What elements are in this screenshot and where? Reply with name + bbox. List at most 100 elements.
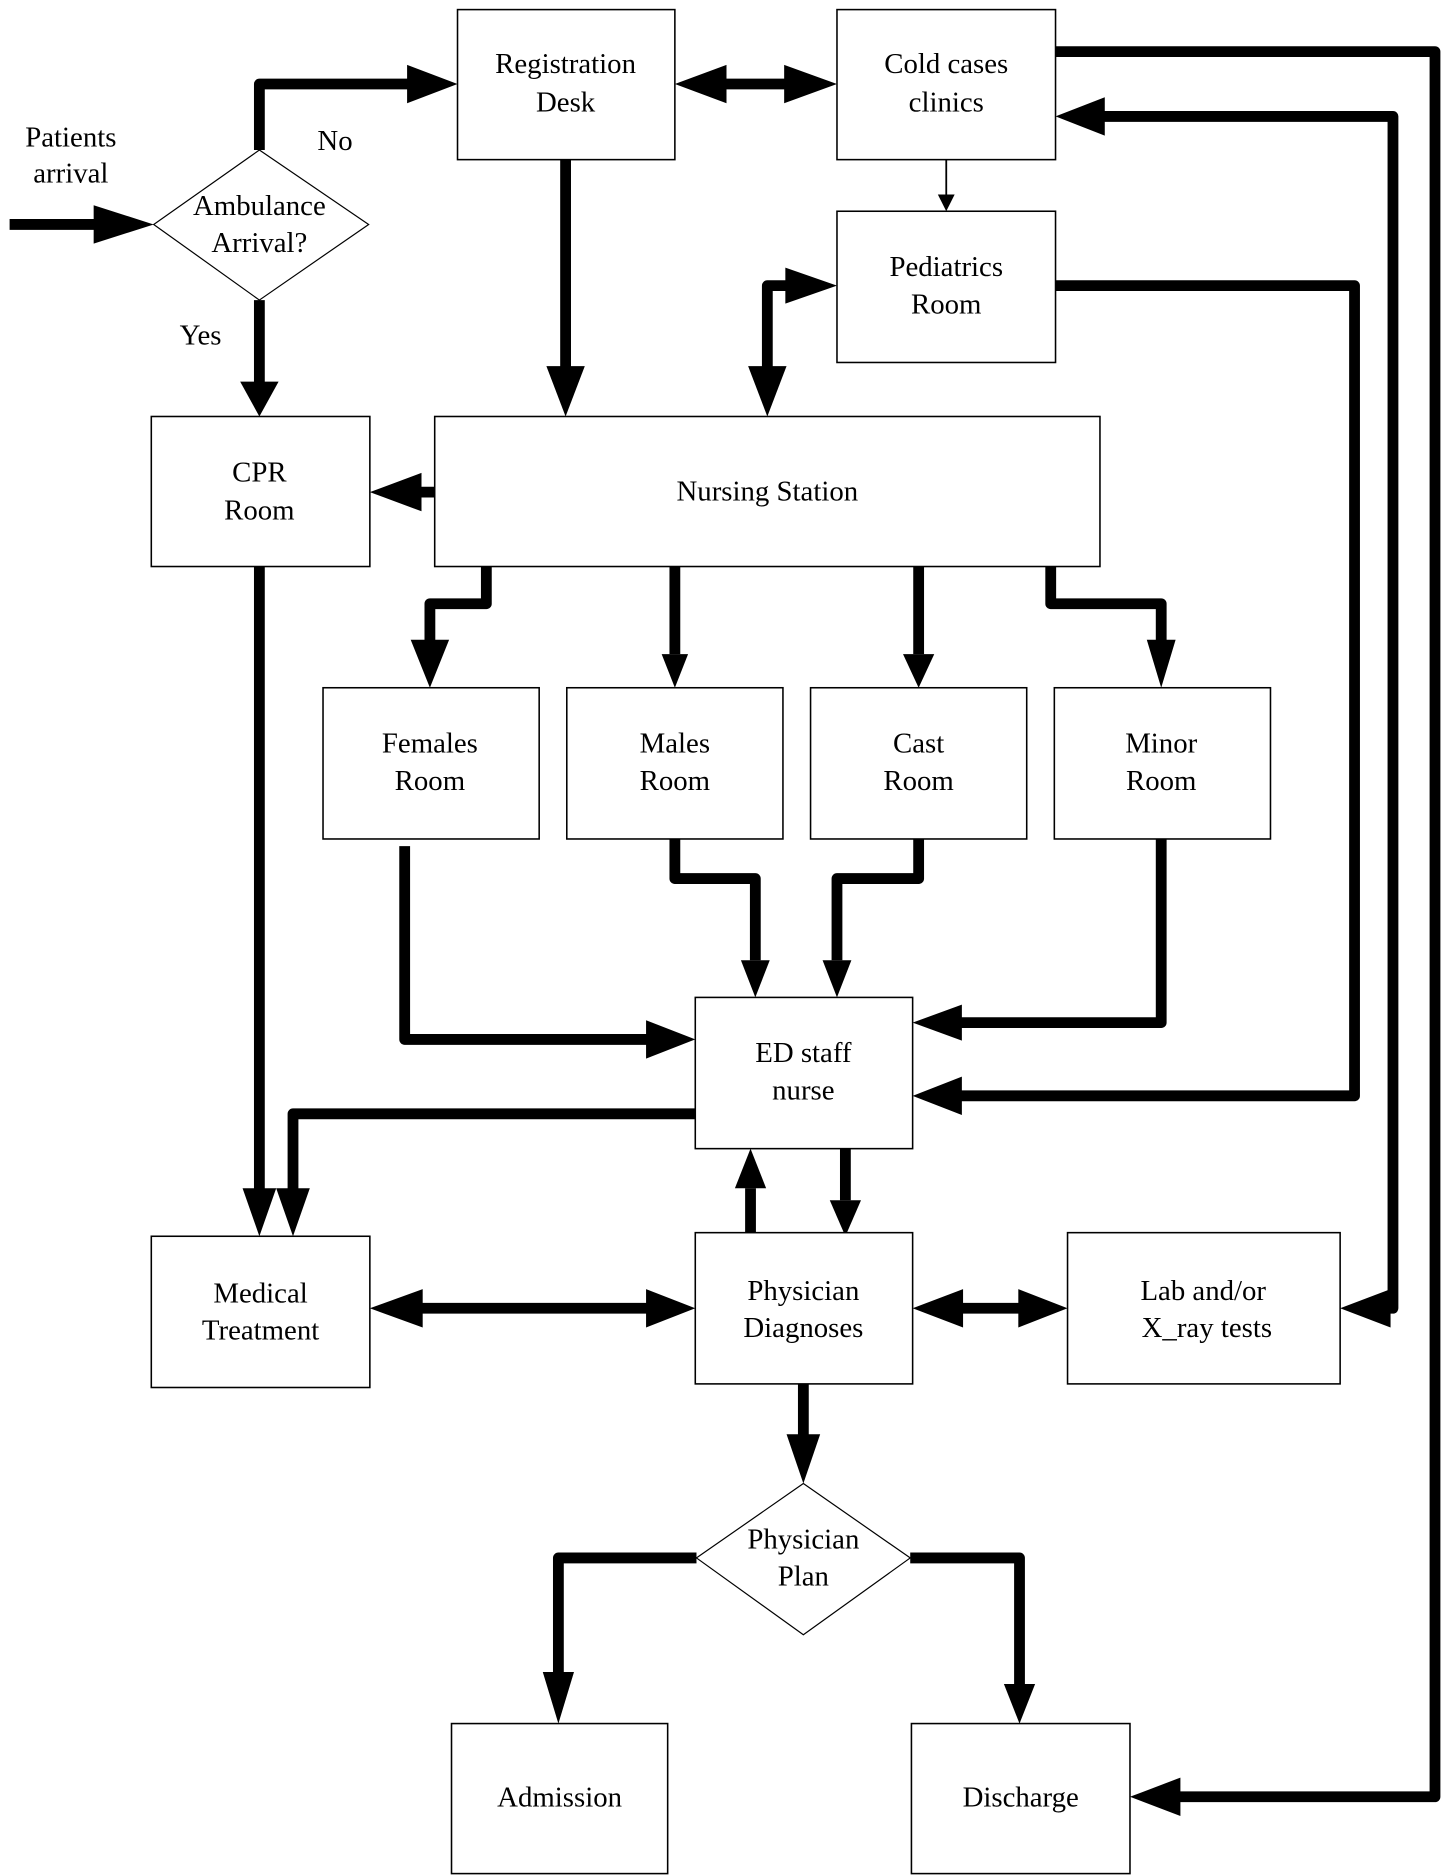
node-label: Diagnoses <box>743 1312 863 1344</box>
node-label: ED staff <box>755 1037 852 1069</box>
node-box <box>910 1722 1131 1875</box>
node-females-room: Females Room <box>322 686 540 840</box>
arrowhead-cast <box>903 654 935 688</box>
node-box <box>566 686 784 840</box>
node-ed-staff-nurse: ED staff nurse <box>694 996 914 1150</box>
node-label: Males <box>640 728 710 760</box>
arrowhead-medical-edstaff <box>276 1188 310 1237</box>
arrowhead-females <box>410 639 450 688</box>
yes-branch-label: Yes <box>180 319 222 351</box>
arrowhead-edstaff-females <box>646 1020 696 1059</box>
decision-diamond <box>152 149 370 301</box>
edge-plan-discharge <box>910 1552 1025 1687</box>
node-label: Minor <box>1125 728 1197 760</box>
arrowhead-nursing-top2 <box>748 366 787 417</box>
decision-label-line2: Arrival? <box>211 227 307 259</box>
node-cast-room: Cast Room <box>809 686 1028 840</box>
node-box <box>150 1235 371 1389</box>
edge-minor-edstaff <box>954 838 1167 1029</box>
node-box <box>150 415 371 568</box>
node-admission: Admission <box>450 1722 669 1875</box>
edge-nursing-minor <box>1045 566 1167 649</box>
node-physician-diagnoses: Physician Diagnoses <box>694 1231 914 1385</box>
node-discharge: Discharge <box>910 1722 1131 1875</box>
node-box <box>836 8 1057 161</box>
arrowhead-medical-cpr <box>242 1188 277 1237</box>
node-cold-cases-clinics: Cold cases clinics <box>836 8 1057 161</box>
entry-label-line1: Patients <box>25 121 116 153</box>
node-lab-xray-tests: Lab and/or X_ray tests <box>1066 1231 1341 1385</box>
node-minor-room: Minor Room <box>1053 686 1272 840</box>
node-label: Room <box>640 765 710 797</box>
node-label: clinics <box>909 87 984 119</box>
arrowhead-registration-left <box>674 64 727 104</box>
node-label: Desk <box>536 87 596 119</box>
arrowhead-entry <box>93 205 154 244</box>
node-box <box>694 1231 914 1385</box>
free-labels: Patients arrival No Yes <box>25 121 352 351</box>
arrowhead-medical-right <box>369 1289 423 1328</box>
decision-ambulance-arrival: Ambulance Arrival? <box>152 149 370 301</box>
arrowhead-lab-left <box>1018 1289 1068 1328</box>
arrowhead-edstaff-pediatrics <box>912 1076 962 1116</box>
node-box <box>1053 686 1272 840</box>
node-label: nurse <box>772 1074 834 1106</box>
node-pediatrics-room: Pediatrics Room <box>836 210 1057 364</box>
node-label: Room <box>224 495 294 527</box>
arrowhead-lab-right <box>1340 1289 1391 1328</box>
arrowhead-physician-right <box>912 1289 964 1328</box>
no-branch-label: No <box>317 125 352 157</box>
node-box <box>809 686 1028 840</box>
arrowhead-admission <box>542 1671 574 1724</box>
node-males-room: Males Room <box>566 686 784 840</box>
arrowhead-males <box>661 654 689 688</box>
node-box <box>450 1722 669 1875</box>
node-label: Room <box>911 288 981 320</box>
edge-cast-edstaff <box>831 838 925 961</box>
decision-diamond <box>695 1482 912 1636</box>
node-label: Room <box>1126 765 1196 797</box>
node-box <box>433 415 1101 568</box>
node-cpr-room: CPR Room <box>150 415 371 568</box>
arrowhead-coldcases-right <box>1055 97 1105 136</box>
arrowhead-nursing-top <box>546 366 585 417</box>
arrowhead-registration <box>407 64 458 104</box>
arrowhead-edstaff-minor <box>912 1004 962 1041</box>
node-label: Physician <box>747 1275 859 1307</box>
edge-females-edstaff <box>399 846 655 1045</box>
node-label: Registration <box>495 48 636 80</box>
node-label: Females <box>382 728 478 760</box>
edge-no-to-registration <box>253 78 415 151</box>
node-label: Room <box>395 765 465 797</box>
node-box <box>322 686 540 840</box>
edge-males-edstaff <box>669 838 761 961</box>
arrowhead-cpr <box>240 381 279 417</box>
edge-nursing-females <box>424 566 492 649</box>
arrowhead-plan <box>786 1434 821 1484</box>
arrowhead-physician-down <box>829 1200 861 1237</box>
node-label: X_ray tests <box>1142 1312 1272 1344</box>
node-label: Room <box>883 765 953 797</box>
node-box <box>456 8 676 161</box>
decision-label-line1: Physician <box>747 1523 859 1555</box>
arrowhead-pediatrics-top <box>937 194 955 212</box>
arrowhead-coldcases-left <box>784 64 837 104</box>
nodes: Ambulance Arrival? Registration Desk Col… <box>150 8 1341 1875</box>
edge-coldcases-discharge <box>1055 46 1441 1803</box>
node-label: Discharge <box>963 1781 1079 1813</box>
node-label: Treatment <box>202 1314 319 1346</box>
edge-plan-admission <box>552 1552 697 1675</box>
node-label: Pediatrics <box>889 251 1003 283</box>
node-label: Medical <box>213 1277 307 1309</box>
node-medical-treatment: Medical Treatment <box>150 1235 371 1389</box>
arrowhead-pediatrics-left <box>785 267 837 304</box>
edges <box>9 46 1441 1816</box>
decision-label-line1: Ambulance <box>193 190 326 222</box>
arrowhead-physician-left <box>646 1289 696 1328</box>
entry-label-line2: arrival <box>33 157 108 189</box>
node-box <box>836 210 1057 364</box>
arrowhead-edstaff-cast <box>822 960 852 998</box>
node-box <box>694 996 914 1150</box>
node-label: Lab and/or <box>1140 1275 1266 1307</box>
